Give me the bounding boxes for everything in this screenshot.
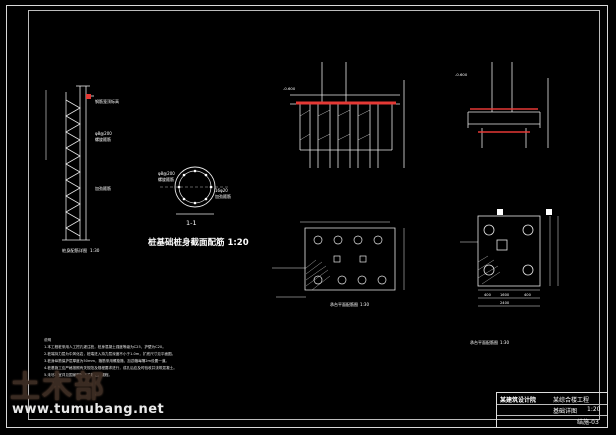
section-label: 1-1 [186,219,197,227]
cap-plan-1 [300,221,405,291]
cap-elev-label: -0.600 [455,72,468,77]
ring-rebar-dim: 16φ20 [215,188,228,193]
marker-sq-1 [497,209,503,215]
pile-detail-title: 桩身配筋详图 [62,247,87,254]
ring-rebar-label: 加劲箍筋 [215,193,231,199]
tb-project: 某综合楼工程 [553,397,590,404]
ring-spiral-label: 螺旋箍筋 [158,176,174,182]
tb-scale: 1:20 [587,406,601,413]
pile-group-elevation [290,62,405,168]
note-line: 4.桩基施工应严格按照有关规范及规程要求进行，成孔后应及时验收并浇筑混凝土。 [44,366,177,370]
spiral-dim-label: φ8@200 [95,131,112,136]
ring-spiral-dim: φ8@200 [158,171,175,176]
dim-1600: 1600 [500,293,510,297]
pile-group-hatch [299,109,371,141]
pile-long-section [62,85,94,241]
tb-sheet: 结施-03 [577,419,599,426]
cap2-scale: 1:30 [500,340,509,345]
cap-elevation [467,62,549,148]
site-watermark: 土木部 www.tumubang.net [10,362,170,422]
cap-plan-2-piles [483,224,534,276]
marker-sq-2 [546,209,552,215]
cap1-title: 承台平面配筋图 [330,301,358,307]
tb-drawing-name: 基础详图 [553,408,578,415]
dim-400-a: 400 [484,293,492,297]
title-block: 某建筑设计院 某综合楼工程 基础详图 1:20 结施-03 [496,392,608,428]
note-line: 3.桩身纵筋保护层厚度为50mm，箍筋采用螺旋箍，加劲箍每隔2m设置一道。 [44,359,170,363]
notes-heading: 说明 [44,338,52,342]
tb-company: 某建筑设计院 [500,397,537,404]
pile-detail-scale: 1:30 [90,248,100,253]
ring-dots [177,169,213,205]
watermark-logo: 土木部 [10,370,106,405]
elev-top-label: -0.600 [283,86,296,91]
note-line: 2.桩端持力层为中风化岩，桩端进入持力层深度不小于1.0m，扩底尺寸见平面图。 [44,352,176,356]
note-line: 1.本工程桩采用人工挖孔灌注桩，桩身混凝土强度等级为C25，护壁为C20。 [44,345,166,349]
spiral-label: 螺旋箍筋 [95,136,111,142]
cap-plan-2-hatch [477,255,501,285]
dim-2400: 2400 [500,301,510,305]
cap-plan-2 [460,215,559,307]
red-marker [86,94,91,99]
cap1-scale: 1:30 [360,302,369,307]
drawing-frame [6,5,608,428]
cap-plan-1-hatch [305,259,331,291]
dim-400-b: 400 [524,293,532,297]
stiffener-label: 加劲箍筋 [95,185,111,191]
ring-section-title: 桩基础桩身截面配筋 1:20 [148,238,249,248]
watermark-url[interactable]: www.tumubang.net [12,402,165,417]
cap-plan-1-piles [313,235,387,285]
drawing-border [28,10,600,420]
cap2-title: 承台平面配筋图 [470,339,498,345]
notes-block: 说明 1.本工程桩采用人工挖孔灌注桩，桩身混凝土强度等级为C25，护壁为C20。… [44,337,334,379]
note-line: 5.未尽事宜详见国家现行有关规范及规程。 [44,373,113,377]
rebar-top-label: 钢筋笼顶标高 [95,98,119,104]
